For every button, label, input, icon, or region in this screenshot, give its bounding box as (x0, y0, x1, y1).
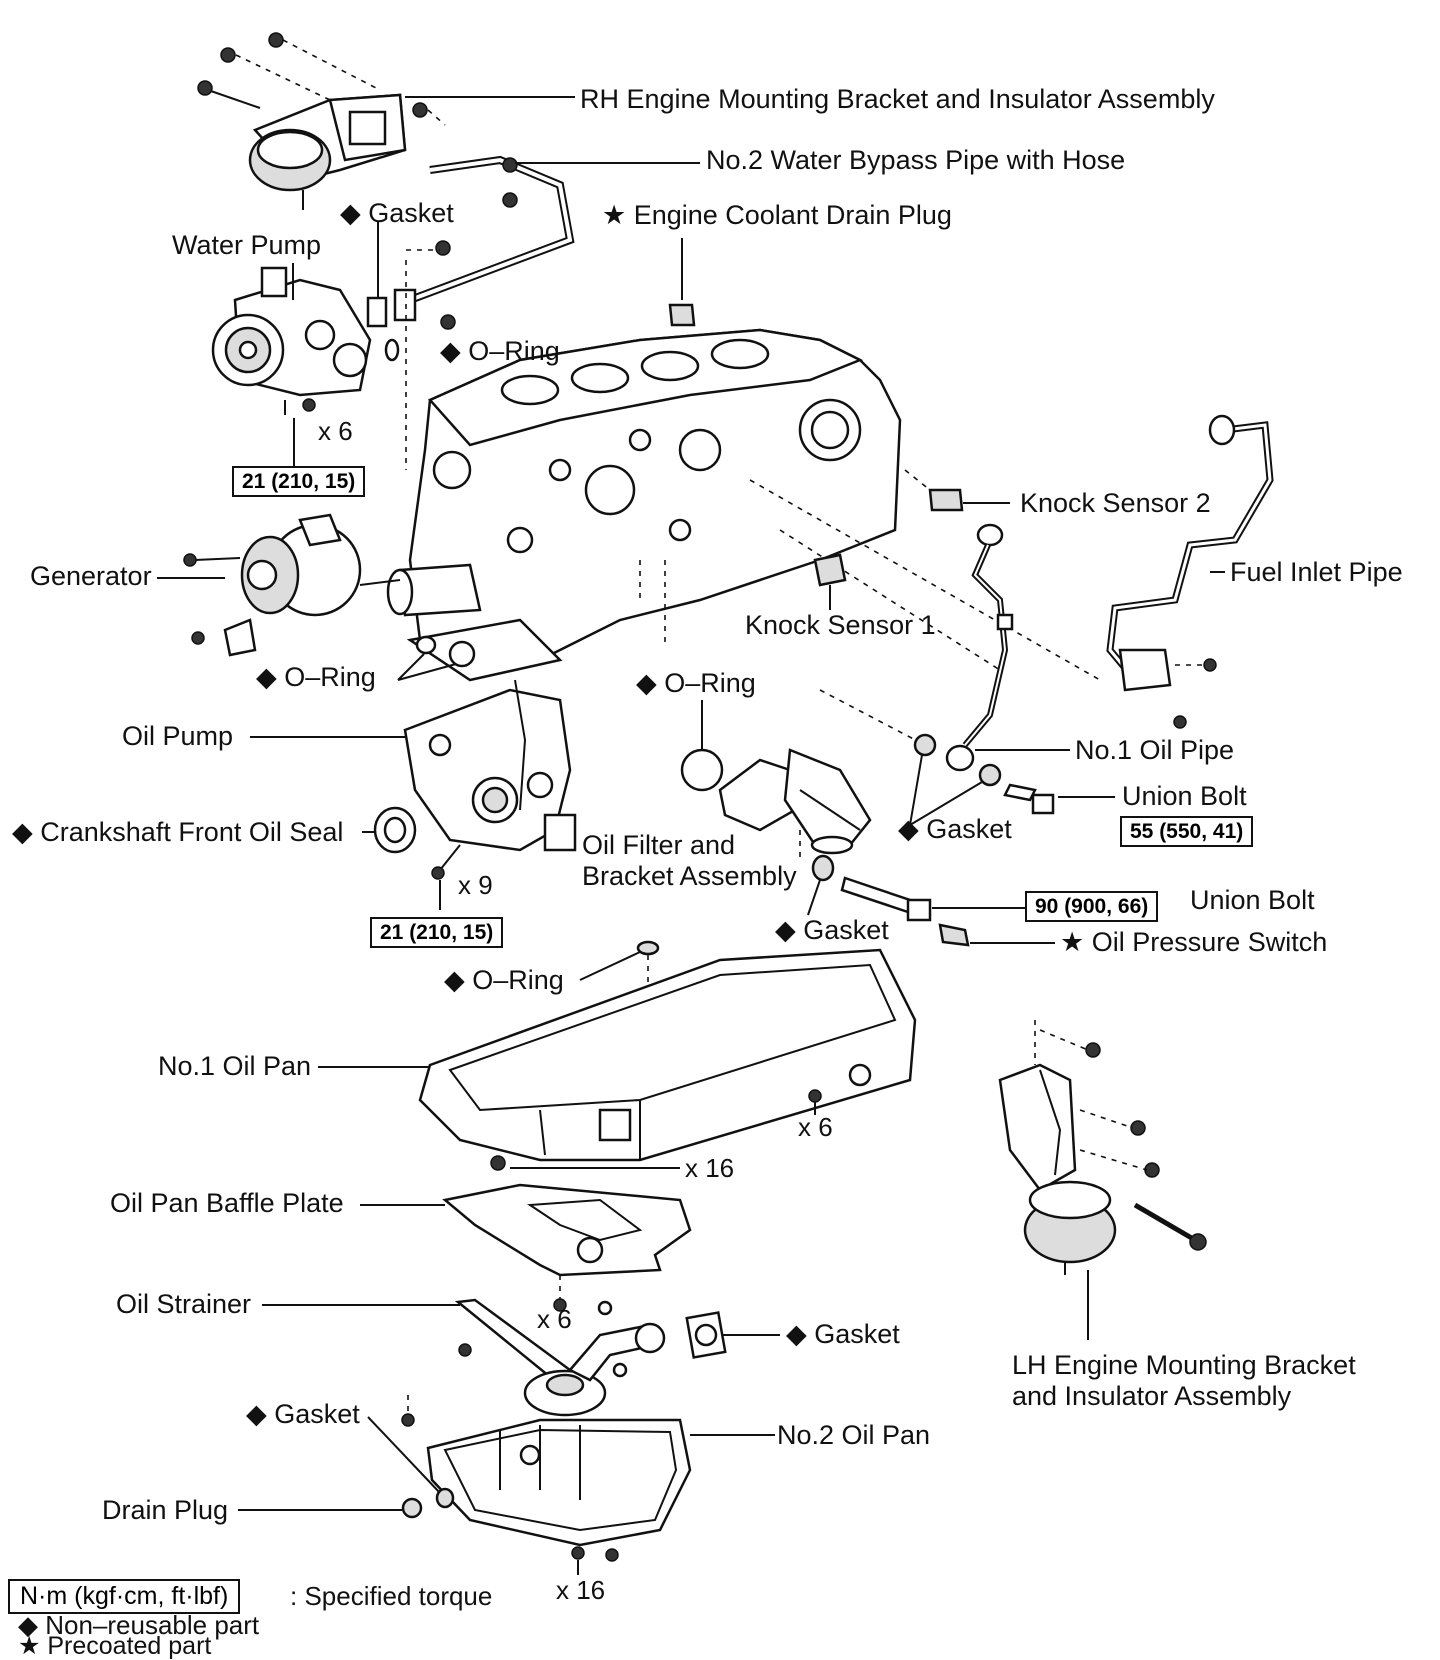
oil-strainer-drawing (454, 1298, 727, 1417)
oil-pump-drawing (403, 679, 577, 852)
no2-oil-pan-drawing (401, 1413, 692, 1562)
torque-union-bolt-2: 90 (900, 66) (1025, 891, 1159, 922)
label-oil-pan-baffle-plate: Oil Pan Baffle Plate (110, 1188, 344, 1218)
label-union-bolt-1: Union Bolt (1122, 781, 1247, 811)
label-gasket-pipe: ◆ Gasket (898, 814, 1012, 844)
label-o-ring-pump: ◆ O–Ring (440, 336, 560, 366)
label-knock-sensor-2: Knock Sensor 2 (1020, 488, 1211, 518)
legend-non-reusable: ◆ Non–reusable part (18, 1610, 260, 1640)
label-bypass-pipe: No.2 Water Bypass Pipe with Hose (706, 145, 1126, 175)
label-oil-filter-line1: Oil Filter and (582, 830, 736, 860)
label-fuel-inlet-pipe: Fuel Inlet Pipe (1230, 557, 1403, 587)
qty-oil-pump-bolts: x 9 (458, 870, 493, 900)
qty-pump-bolts: x 6 (318, 416, 353, 446)
no1-oil-pan-drawing (418, 948, 917, 1162)
label-no1-oil-pipe: No.1 Oil Pipe (1075, 735, 1235, 765)
oil-filter-drawing (718, 748, 872, 855)
label-lh-mount-line1: LH Engine Mounting Bracket (1012, 1350, 1356, 1380)
lh-engine-mount-drawing (998, 1042, 1207, 1275)
label-drain-plug: Drain Plug (102, 1495, 229, 1525)
generator-drawing (183, 513, 401, 657)
qty-strainer-bolts: x 6 (537, 1304, 572, 1334)
label-o-ring-pan: ◆ O–Ring (444, 965, 564, 995)
oil-pipe-drawing (945, 523, 1014, 772)
label-no2-oil-pan: No.2 Oil Pan (777, 1420, 931, 1450)
cylinder-block-drawing (386, 328, 902, 682)
label-water-pump: Water Pump (172, 230, 322, 260)
label-knock-sensor-1: Knock Sensor 1 (745, 610, 936, 640)
qty-pan1-side-bolts: x 6 (798, 1112, 833, 1142)
baffle-plate-drawing (442, 1183, 692, 1277)
label-oil-pressure-switch: ★ Oil Pressure Switch (1060, 927, 1328, 957)
label-lh-engine-mount: LH Engine Mounting Bracket and Insulator… (1012, 1350, 1356, 1412)
torque-water-pump: 21 (210, 15) (232, 466, 366, 497)
qty-pan1-bolts: x 16 (685, 1153, 735, 1183)
legend-torque-desc: : Specified torque (290, 1581, 493, 1611)
label-no1-oil-pan: No.1 Oil Pan (158, 1051, 312, 1081)
label-engine-coolant-drain-plug: ★ Engine Coolant Drain Plug (602, 200, 952, 230)
fuel-inlet-pipe-drawing (1106, 414, 1274, 729)
bypass-pipe-drawing (408, 155, 575, 330)
label-oil-strainer: Oil Strainer (116, 1289, 252, 1319)
torque-oil-pump: 21 (210, 15) (370, 917, 504, 948)
torque-union-bolt-1: 55 (550, 41) (1120, 816, 1254, 847)
water-pump-drawing (211, 266, 372, 415)
label-gasket-filter: ◆ Gasket (775, 915, 889, 945)
label-rh-engine-mount: RH Engine Mounting Bracket and Insulator… (580, 84, 1215, 114)
label-gasket-drain: ◆ Gasket (246, 1399, 360, 1429)
label-oil-pump: Oil Pump (122, 721, 234, 751)
legend-torque-unit: N·m (kgf·cm, ft·lbf) (8, 1579, 241, 1614)
label-oil-filter-line2: Bracket Assembly (582, 861, 797, 891)
label-generator: Generator (30, 561, 152, 591)
rh-engine-mount-drawing (197, 32, 428, 210)
label-lh-mount-line2: and Insulator Assembly (1012, 1381, 1292, 1411)
label-gasket-top: ◆ Gasket (340, 198, 454, 228)
label-oil-filter-and-bracket: Oil Filter and Bracket Assembly (582, 830, 797, 892)
qty-pan2-bolts: x 16 (556, 1575, 606, 1605)
legend-precoated: ★ Precoated part (18, 1632, 212, 1660)
label-o-ring-mid: ◆ O–Ring (636, 668, 756, 698)
label-crankshaft-front-oil-seal: ◆ Crankshaft Front Oil Seal (12, 817, 344, 847)
label-gasket-strainer: ◆ Gasket (786, 1319, 900, 1349)
label-o-ring-left: ◆ O–Ring (256, 662, 376, 692)
label-union-bolt-2: Union Bolt (1190, 885, 1315, 915)
